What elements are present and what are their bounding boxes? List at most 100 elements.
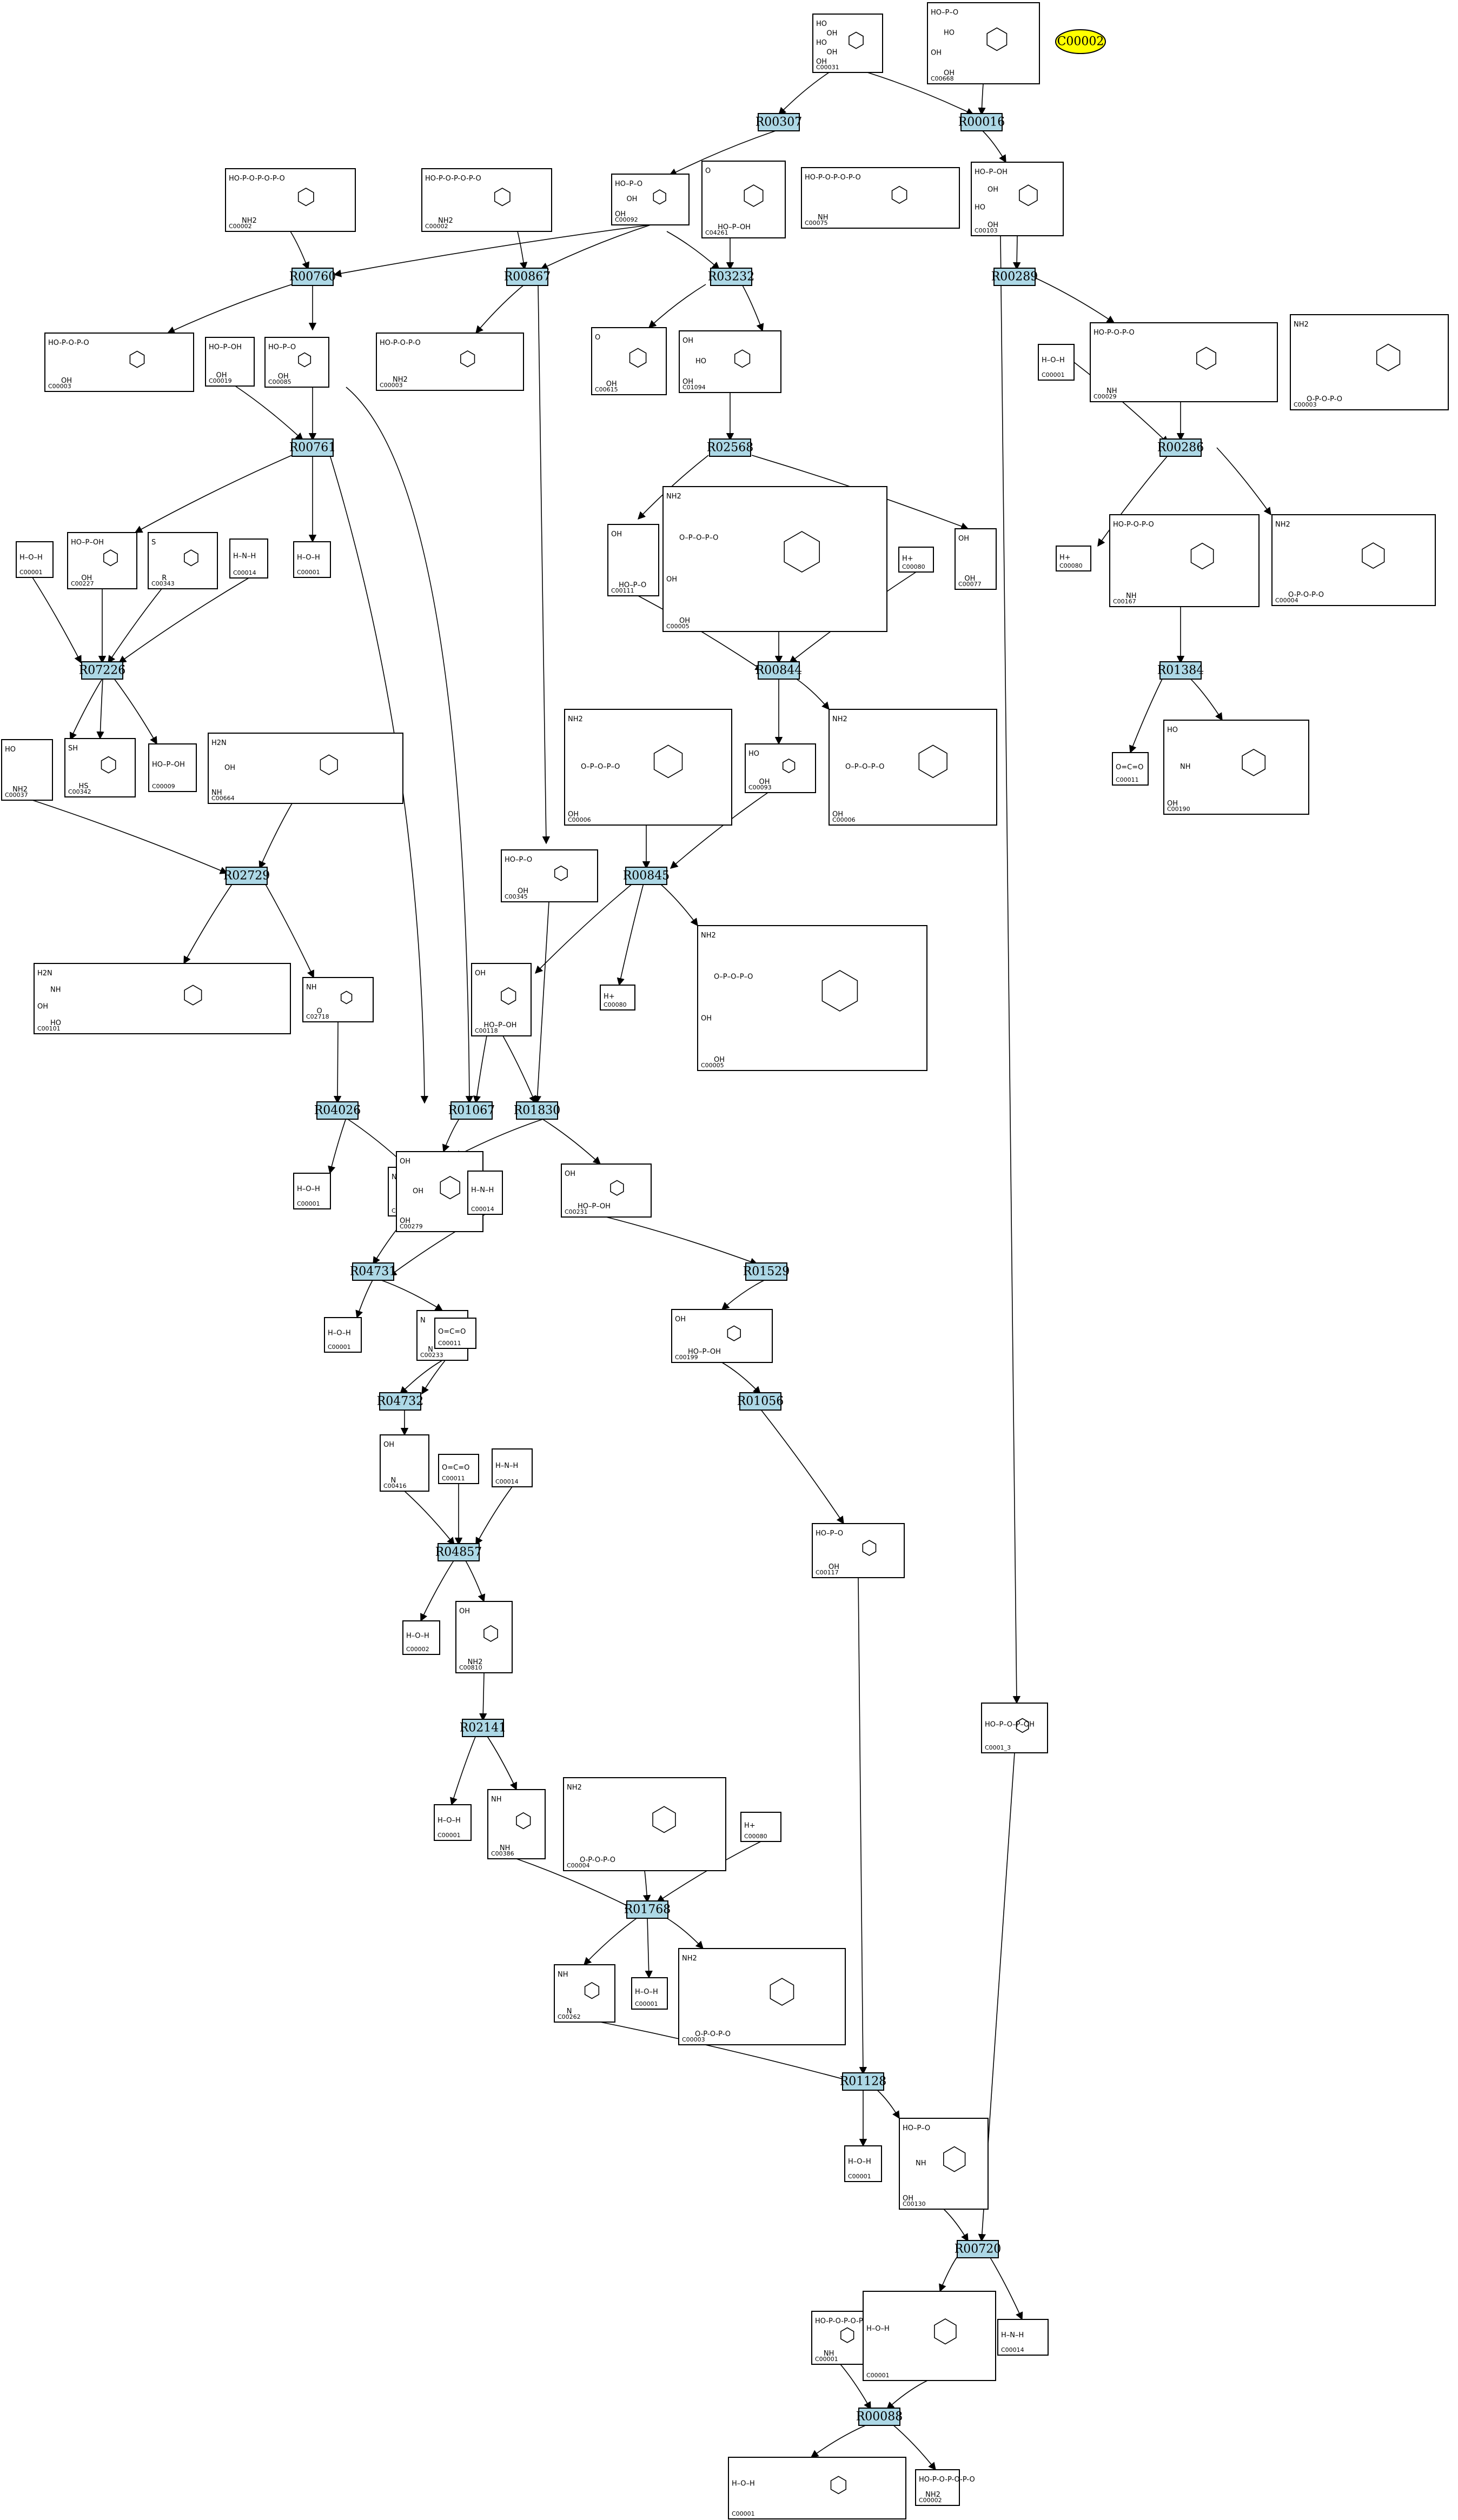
- compound-node[interactable]: H+C00080: [740, 1812, 781, 1842]
- reaction-node[interactable]: R02141: [460, 1719, 507, 1737]
- reaction-node[interactable]: R00720: [955, 2240, 1002, 2258]
- compound-node[interactable]: H+C00080: [1056, 546, 1091, 571]
- reaction-node[interactable]: R01056: [737, 1392, 784, 1411]
- reaction-node[interactable]: R01384: [1157, 661, 1204, 680]
- reaction-node[interactable]: R01128: [840, 2072, 887, 2091]
- reaction-node[interactable]: R00760: [289, 268, 336, 286]
- reaction-node[interactable]: R00307: [755, 113, 803, 131]
- reaction-node[interactable]: R00088: [856, 2408, 903, 2426]
- reaction-node[interactable]: R00761: [289, 438, 336, 457]
- reaction-node[interactable]: R00845: [623, 867, 670, 885]
- reaction-node[interactable]: R03232: [708, 268, 755, 286]
- reaction-node[interactable]: R00867: [504, 268, 551, 286]
- compound-box: [812, 14, 883, 73]
- reaction-node[interactable]: R04731: [350, 1262, 397, 1281]
- reaction-node[interactable]: R04857: [435, 1543, 482, 1561]
- reaction-node[interactable]: R04026: [314, 1101, 361, 1120]
- reaction-node[interactable]: R00289: [991, 268, 1038, 286]
- reaction-node[interactable]: R02729: [223, 867, 270, 885]
- reaction-node[interactable]: R01830: [514, 1101, 561, 1120]
- reaction-node[interactable]: R00016: [958, 113, 1005, 131]
- compound-node[interactable]: H+C00080: [600, 985, 635, 1010]
- reaction-node[interactable]: R01768: [624, 1900, 671, 1919]
- highlighted-compound[interactable]: C00002: [1055, 29, 1106, 54]
- reaction-node[interactable]: R01067: [448, 1101, 495, 1120]
- reaction-node[interactable]: R00844: [755, 661, 803, 680]
- reaction-node[interactable]: R04732: [377, 1392, 424, 1411]
- compound-node[interactable]: H+C00080: [898, 547, 934, 573]
- reaction-node[interactable]: R07226: [79, 661, 126, 680]
- reaction-node[interactable]: R02568: [707, 438, 754, 457]
- reaction-node[interactable]: R00286: [1157, 438, 1204, 457]
- reaction-node[interactable]: R01529: [743, 1262, 790, 1281]
